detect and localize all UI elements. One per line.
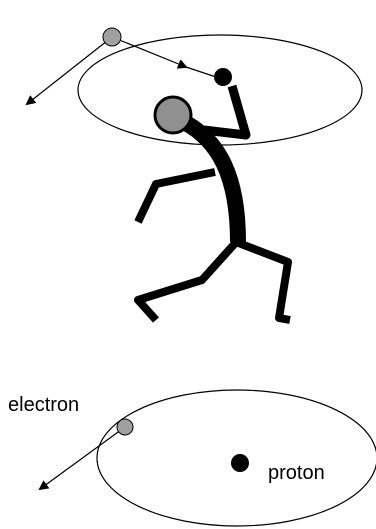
bottom-scene: electron proton bbox=[8, 389, 376, 527]
electron-dot bbox=[116, 418, 134, 436]
figure-left-leg bbox=[134, 237, 241, 323]
top-tangent-arrow bbox=[25, 36, 113, 106]
bottom-orbit-ellipse bbox=[96, 389, 376, 527]
electron-label: electron bbox=[8, 394, 79, 416]
stick-figure bbox=[134, 84, 292, 324]
proton-dot bbox=[231, 454, 249, 472]
top-swung-ball bbox=[102, 27, 122, 47]
top-scene bbox=[25, 27, 363, 324]
electron-tangent-arrow bbox=[38, 426, 126, 491]
figure-raised-arm bbox=[203, 84, 251, 140]
top-hand-ball bbox=[214, 68, 232, 86]
figure-torso bbox=[180, 114, 246, 243]
proton-label: proton bbox=[268, 462, 325, 484]
figure-right-leg bbox=[234, 238, 292, 324]
top-string-arrow bbox=[111, 36, 188, 69]
figure-left-arm bbox=[134, 168, 216, 224]
figure-head bbox=[153, 95, 193, 135]
